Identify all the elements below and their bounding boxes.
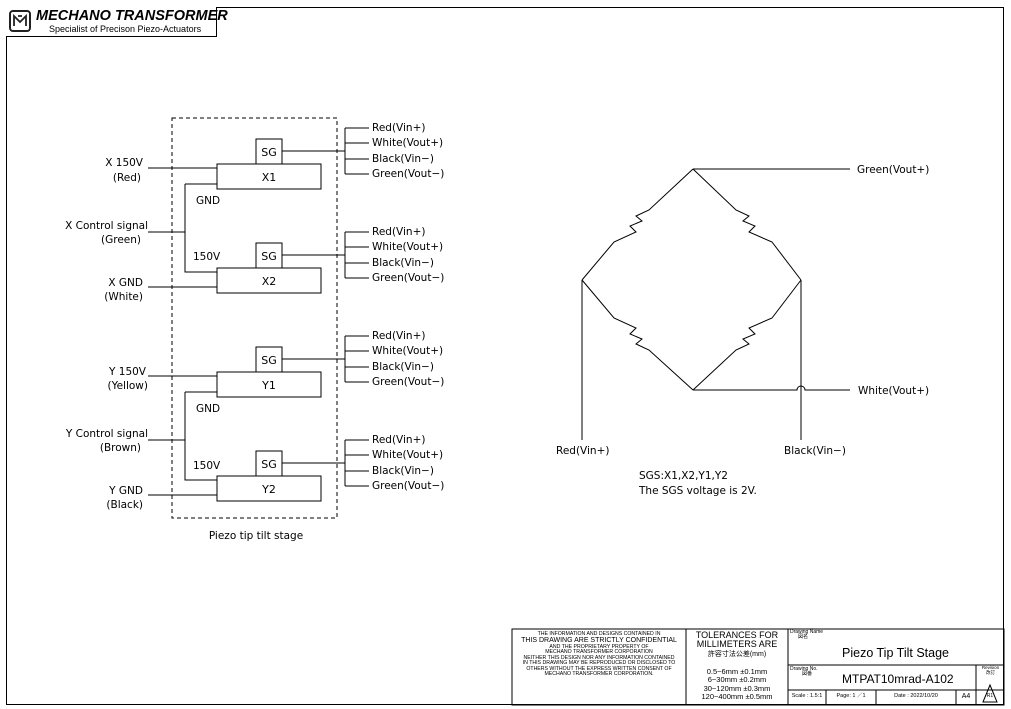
v150-label-x: 150V (193, 251, 221, 263)
tolerance-heading: TOLERANCES FOR MILLIMETERS ARE 許容寸法公差(mm… (695, 630, 779, 658)
sg-label-x2: SG (261, 250, 277, 263)
title-block-grid (685, 629, 1004, 705)
stage-boundary (171, 117, 338, 519)
sg-output-bus-y2 (282, 439, 369, 487)
sg-x1-out-vout-plus: White(Vout+) (372, 137, 443, 149)
sg-x2-out-vin-plus: Red(Vin+) (372, 226, 425, 238)
drawing-name: Piezo Tip Tilt Stage (842, 646, 950, 660)
sg-output-bus-y1 (282, 335, 369, 383)
input-label-y150v: Y 150V (108, 366, 147, 378)
bridge-label-black: Black(Vin−) (784, 445, 846, 457)
actuator-label-y2: Y2 (261, 483, 276, 496)
sg-y1-out-vin-plus: Red(Vin+) (372, 330, 425, 342)
input-label-x150v: X 150V (105, 157, 144, 169)
scale-field: Scale : 1.5:1 (791, 693, 823, 699)
input-label-x-control: X Control signal (65, 220, 148, 232)
sg-y1-out-vout-plus: White(Vout+) (372, 345, 443, 357)
sg-label-y1: SG (261, 354, 277, 367)
bridge-resistor-bottom-left (581, 279, 694, 391)
sg-x2-out-vout-plus: White(Vout+) (372, 241, 443, 253)
sg-x2-out-vout-minus: Green(Vout−) (372, 272, 444, 284)
drawing-frame (6, 7, 1004, 705)
sg-output-bus-x1 (282, 127, 369, 175)
drawing-name-caption: Drawing Name 図名 (790, 629, 824, 641)
sg-x1-out-vin-plus: Red(Vin+) (372, 122, 425, 134)
sg-output-bus-x2 (282, 231, 369, 279)
stage-label: Piezo tip tilt stage (209, 530, 303, 542)
input-color-y-gnd: (Black) (106, 499, 143, 511)
sg-y1-out-vout-minus: Green(Vout−) (372, 376, 444, 388)
sg-y2-out-vout-minus: Green(Vout−) (372, 480, 444, 492)
tolerance-table: 0.5~6mm ±0.1mm 6~30mm ±0.2mm 30~120mm ±0… (701, 667, 773, 701)
revision-value: R1 (986, 693, 994, 699)
actuator-label-x1: X1 (262, 171, 277, 184)
title-block-frame (511, 628, 1005, 706)
note-sgs-voltage: The SGS voltage is 2V. (638, 485, 757, 497)
sg-x2-out-vin-minus: Black(Vin−) (372, 257, 434, 269)
revision-triangle-icon (982, 683, 998, 703)
sg-y2-out-vin-plus: Red(Vin+) (372, 434, 425, 446)
bridge-resistor-top-right (692, 168, 802, 281)
brand-logo-block: MECHANO TRANSFORMER Specialist of Precis… (6, 7, 228, 37)
page-field: Page: 1 ／1 (836, 693, 866, 699)
logo-glyph-icon (13, 13, 27, 26)
sg-label-x1: SG (261, 146, 277, 159)
bridge-label-green: Green(Vout+) (857, 164, 929, 176)
v150-label-y: 150V (193, 460, 221, 472)
sg-y2-out-vin-minus: Black(Vin−) (372, 465, 434, 477)
input-color-x-gnd: (White) (104, 291, 143, 303)
input-label-y-control: Y Control signal (65, 428, 148, 440)
actuator-label-x2: X2 (262, 275, 277, 288)
brand-tagline: Specialist of Precison Piezo-Actuators (49, 24, 202, 34)
date-field: Date : 2022/10/20 (894, 693, 938, 699)
bridge-label-red: Red(Vin+) (556, 445, 609, 457)
input-label-y-gnd: Y GND (108, 485, 143, 497)
input-color-y150v: (Yellow) (107, 380, 148, 392)
x-gnd-150v-link (184, 183, 217, 273)
drawing-number: MTPAT10mrad-A102 (842, 672, 954, 686)
drawing-no-caption: Drawing No. 図番 (790, 666, 818, 678)
gnd-label-x: GND (196, 195, 220, 207)
revision-caption: Revision 改訂 (981, 665, 1000, 675)
bridge-resistor-bottom-right (692, 279, 802, 391)
gnd-label-y: GND (196, 403, 220, 415)
sg-label-y2: SG (261, 458, 277, 471)
confidential-notice: THE INFORMATION AND DESIGNS CONTAINED IN… (521, 631, 677, 678)
note-sgs: SGS:X1,X2,Y1,Y2 (639, 470, 728, 482)
input-color-x150v: (Red) (113, 172, 141, 184)
company-logo-icon (9, 10, 31, 32)
sg-x1-out-vout-minus: Green(Vout−) (372, 168, 444, 180)
sg-y1-out-vin-minus: Black(Vin−) (372, 361, 434, 373)
actuator-label-y1: Y1 (261, 379, 276, 392)
input-color-y-control: (Brown) (100, 442, 141, 454)
input-label-x-gnd: X GND (108, 277, 143, 289)
paper-size-field: A4 (961, 693, 971, 700)
brand-name: MECHANO TRANSFORMER (36, 8, 228, 24)
y-gnd-150v-link (184, 391, 217, 481)
bridge-label-white: White(Vout+) (858, 385, 929, 397)
bridge-resistor-top-left (581, 168, 694, 281)
sg-x1-out-vin-minus: Black(Vin−) (372, 153, 434, 165)
sg-y2-out-vout-plus: White(Vout+) (372, 449, 443, 461)
bridge-white-lead (693, 385, 850, 391)
input-color-x-control: (Green) (101, 234, 141, 246)
